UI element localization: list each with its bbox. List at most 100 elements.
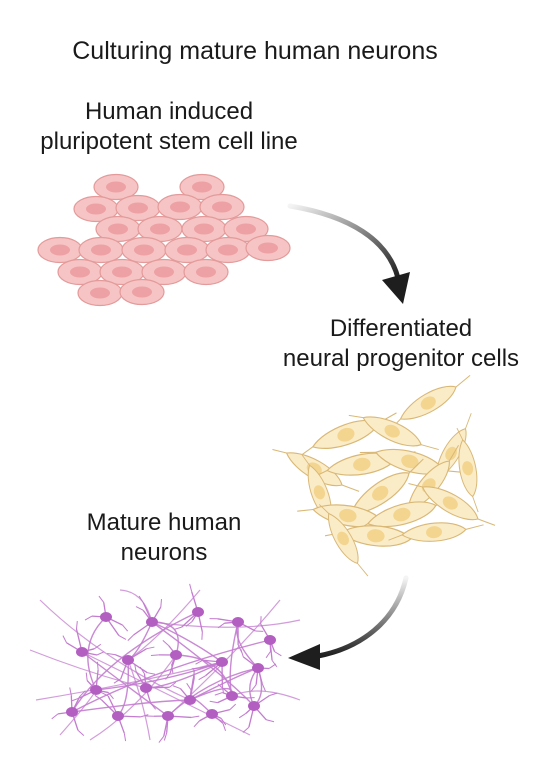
- dendrite: [261, 683, 266, 692]
- stem-cell: [115, 194, 161, 222]
- dendrite: [266, 719, 275, 723]
- neuron-soma: [140, 683, 152, 693]
- dendrite: [98, 595, 105, 603]
- dendrite: [139, 666, 145, 675]
- dendrite: [150, 702, 157, 710]
- neuron-soma: [252, 663, 264, 673]
- dendrite: [135, 606, 144, 611]
- stem-cell: [183, 258, 229, 286]
- dendrite: [193, 669, 195, 678]
- dendrite: [169, 681, 177, 688]
- progenitor-cell: [324, 525, 431, 547]
- dendrite: [127, 634, 134, 641]
- neuron-soma: [146, 617, 158, 627]
- stem-cell: [205, 236, 251, 264]
- dendrite: [163, 732, 168, 741]
- dendrite: [162, 640, 170, 647]
- arrowhead-down-icon: [382, 272, 410, 304]
- stem-cell: [121, 236, 167, 264]
- dendrite: [85, 672, 88, 681]
- dendrite: [186, 683, 192, 691]
- neurite: [119, 589, 153, 623]
- progenitor-label-line2: neural progenitor cells: [282, 345, 520, 372]
- dendrite: [242, 726, 250, 733]
- diagram-title: Culturing mature human neurons: [72, 37, 438, 65]
- stem-cell: [141, 258, 187, 286]
- dendrite: [150, 654, 159, 657]
- neuron-soma: [184, 695, 196, 705]
- dendrite: [158, 735, 165, 743]
- stem-cell: [164, 236, 210, 264]
- dendrite: [69, 687, 72, 696]
- dendrite: [79, 690, 86, 697]
- neuron-soma: [100, 612, 112, 622]
- neuron-soma: [112, 711, 124, 721]
- arrow-stem-to-progenitor: [287, 203, 410, 304]
- stem-cell: [93, 173, 139, 201]
- neurite: [35, 661, 223, 701]
- stem-cell: [199, 193, 245, 221]
- neurite: [71, 611, 199, 713]
- neurite: [151, 619, 301, 628]
- dendrite: [217, 622, 225, 629]
- stem-cell: [57, 258, 103, 286]
- neurite: [151, 621, 223, 663]
- dendrite: [214, 692, 223, 696]
- dendrite: [123, 733, 127, 742]
- dendrite: [271, 660, 278, 668]
- stem-cell-cluster: [37, 173, 291, 307]
- dendrite: [138, 595, 144, 604]
- dendrite: [140, 714, 149, 718]
- dendrite: [113, 678, 121, 684]
- dendrite: [269, 692, 278, 696]
- stem-cell: [181, 215, 227, 243]
- progenitor-cell: [456, 427, 479, 513]
- dendrite: [94, 694, 102, 701]
- dendrite: [195, 659, 203, 665]
- dendrite: [122, 624, 129, 632]
- dendrite: [222, 723, 227, 731]
- progenitor-cell: [340, 458, 424, 527]
- stem-cell: [78, 236, 124, 264]
- dendrite: [191, 715, 200, 718]
- dendrite: [100, 691, 109, 697]
- dendrite: [134, 663, 137, 672]
- stem-cell: [77, 279, 123, 307]
- dendrite: [146, 646, 155, 650]
- neurite: [29, 649, 147, 689]
- dendrite: [198, 675, 206, 681]
- stem-cell-label-line2: pluripotent stem cell line: [40, 128, 298, 155]
- stem-cell: [137, 215, 183, 243]
- stem-cell: [99, 258, 145, 286]
- neurite: [127, 621, 153, 661]
- neuron-soma: [248, 701, 260, 711]
- arrow-progenitor-to-neuron: [288, 575, 409, 670]
- neuron-soma: [216, 657, 228, 667]
- dendrite: [62, 635, 67, 644]
- progenitor-label: Differentiated neural progenitor cells: [250, 314, 552, 374]
- neuron-label: Mature human neurons: [52, 508, 276, 568]
- dendrite: [220, 718, 227, 726]
- neuron-soma: [162, 711, 174, 721]
- neurite: [39, 599, 191, 701]
- dendrite: [96, 661, 99, 670]
- stem-cell: [37, 236, 83, 264]
- progenitor-cell: [388, 522, 484, 542]
- dendrite: [229, 703, 237, 710]
- neuron-network: [29, 583, 301, 743]
- dendrite: [189, 583, 193, 592]
- stem-cell-label-line1: Human induced: [84, 98, 254, 125]
- dendrite: [185, 621, 193, 627]
- dendrite: [118, 635, 127, 640]
- dendrite: [191, 667, 200, 670]
- neuron-soma: [264, 635, 276, 645]
- stem-cell: [245, 234, 291, 262]
- dendrite: [209, 700, 218, 704]
- progenitor-cell: [348, 414, 439, 451]
- progenitor-cell: [408, 482, 496, 526]
- dendrite: [84, 615, 93, 621]
- neurite: [127, 659, 151, 741]
- dendrite: [106, 652, 116, 656]
- neurite: [81, 651, 169, 717]
